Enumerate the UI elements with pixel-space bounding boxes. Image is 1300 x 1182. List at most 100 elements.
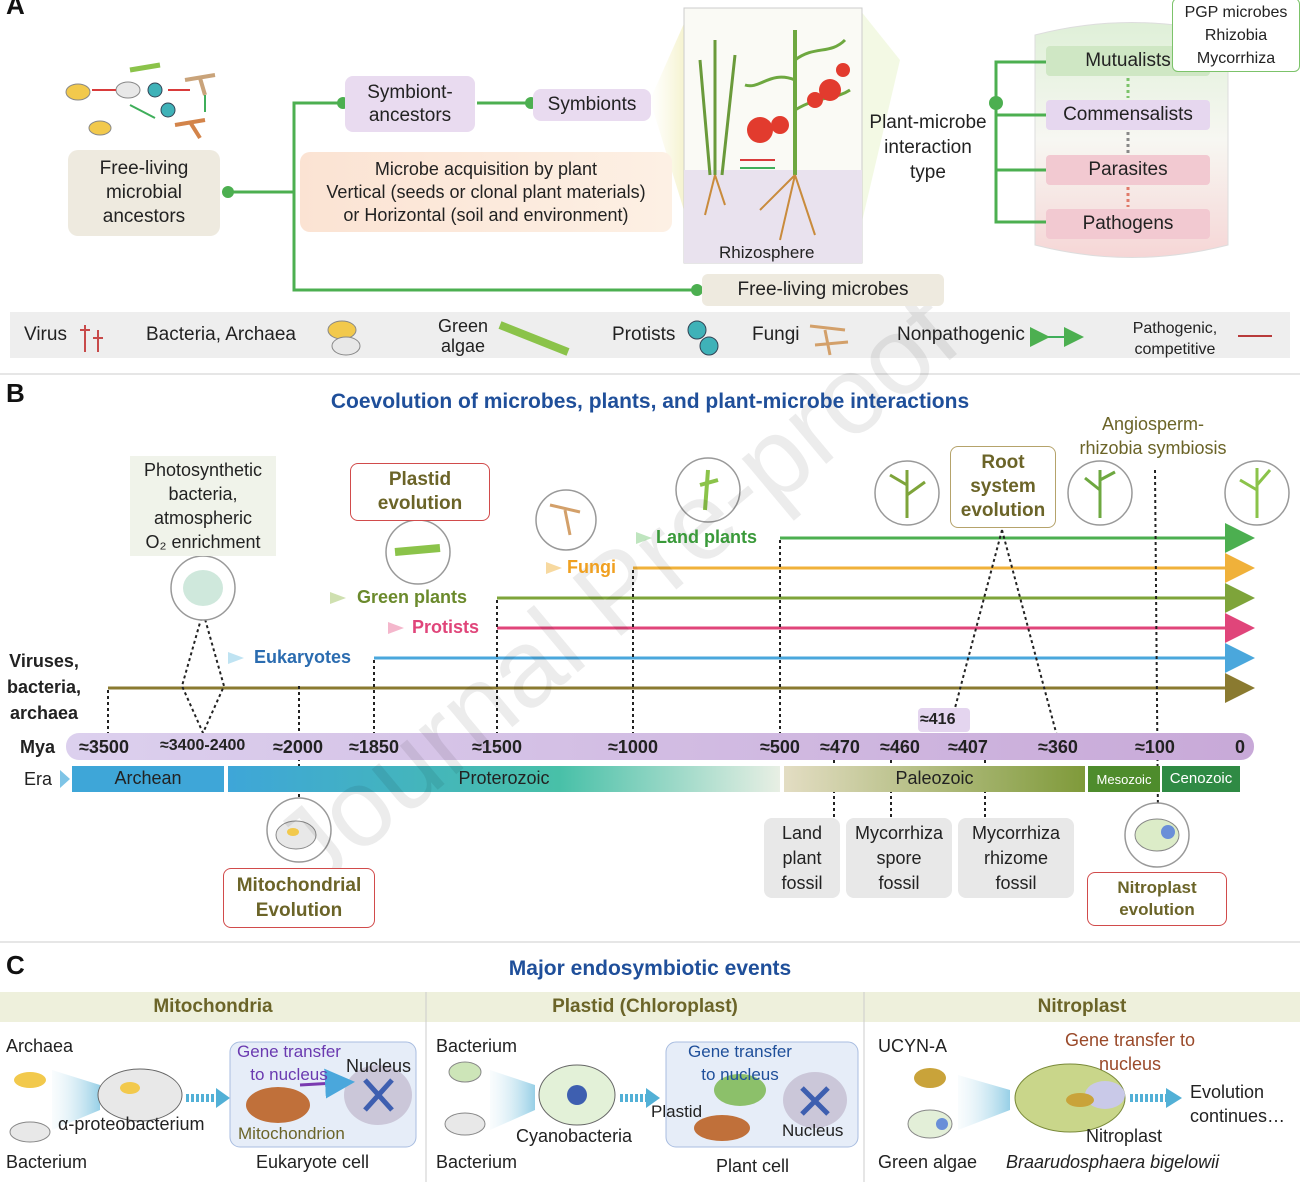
timeline-icon-contents [183, 468, 1272, 852]
plastid-bacterium-2: Bacterium [436, 1152, 518, 1172]
mya-tick: 0 [1234, 737, 1245, 757]
interaction-type-label: Plant-microbe interaction type [869, 112, 987, 183]
nitro-evolution: Evolution continues… [1190, 1082, 1286, 1126]
nitro-gene-transfer: Gene transfer to nucleus [1064, 1030, 1196, 1074]
interaction-barrel [1034, 22, 1229, 258]
plastid-bacterium-1: Bacterium [436, 1036, 518, 1056]
mito-header: Mitochondria [153, 996, 273, 1017]
root-system-box: Root system evolution [950, 446, 1056, 528]
era-arrow [60, 770, 70, 788]
tick-416-box [918, 708, 970, 732]
pathogens-bar [1046, 209, 1210, 239]
lineage-protists: Protists [412, 617, 480, 637]
myco-rhizome-box: Mycorrhiza rhizome fossil [958, 818, 1074, 898]
mya-tick: ≈470 [820, 737, 860, 757]
lineage-viruses: Viruses, bacteria, archaea [6, 651, 82, 723]
legend-nonpathogenic: Nonpathogenic [897, 324, 1025, 345]
mya-bar [66, 733, 1254, 760]
legend-green-algae: Green algae [437, 316, 489, 356]
acquisition-box: Microbe acquisition by plant Vertical (s… [300, 152, 672, 232]
mutualist-examples-box: PGP microbes Rhizobia Mycorrhiza [1172, 0, 1300, 72]
mya-tick: ≈3400-2400 [160, 737, 246, 754]
mito-gene-transfer: Gene transfer to nucleus [237, 1042, 341, 1084]
era-cenozoic [1162, 766, 1240, 792]
plastid-gene-transfer: Gene transfer to nucleus [688, 1042, 792, 1084]
plastid-header: Plastid (Chloroplast) [552, 996, 738, 1017]
plastid-evolution-box: Plastid evolution [350, 463, 490, 521]
nitro-species: Braarudosphaera bigelowii [1006, 1152, 1220, 1172]
tick-416: ≈416 [920, 711, 956, 728]
panel-letter-c: C [6, 950, 25, 980]
legend-virus: Virus [24, 324, 67, 345]
parasites-bar [1046, 155, 1210, 185]
panelC-header-band [0, 992, 1300, 1022]
light-glow-right [860, 10, 900, 230]
lineage-lines [108, 523, 1255, 703]
mya-tick: ≈3500 [79, 737, 129, 757]
plastid-nucleus: Nucleus [782, 1121, 844, 1140]
mya-tick: ≈1500 [472, 737, 522, 757]
rhizosphere-label: Rhizosphere [719, 243, 815, 262]
nitro-green-algae: Green algae [878, 1152, 978, 1172]
mito-nucleus: Nucleus [346, 1056, 412, 1076]
era-proterozoic-label: Proterozoic [458, 768, 550, 788]
plastid-illustration [444, 1041, 859, 1148]
era-paleozoic [784, 766, 1085, 792]
legend-pathogenic: Pathogenic, competitive [1132, 320, 1218, 358]
mito-illustration [9, 1041, 417, 1148]
panelC-title: Major endosymbiotic events [508, 957, 792, 980]
era-archean-label: Archean [114, 768, 182, 788]
era-cenozoic-label: Cenozoic [1169, 770, 1233, 787]
angiosperm-label: Angiosperm- rhizobia symbiosis [1079, 414, 1227, 458]
era-proterozoic [228, 766, 780, 792]
legend-bacteria: Bacteria, Archaea [146, 324, 296, 345]
land-plant-fossil-box: Land plant fossil [764, 818, 840, 898]
mya-tick: ≈360 [1038, 737, 1078, 757]
legend-protists: Protists [612, 324, 676, 345]
era-mesozoic [1088, 766, 1160, 792]
era-label: Era [24, 769, 53, 789]
legend-icons [80, 320, 1272, 356]
photosynthetic-box: Photosynthetic bacteria, atmospheric O₂ … [130, 456, 276, 556]
nitroplast-illustration [907, 1063, 1182, 1139]
plastid-label: Plastid [651, 1102, 703, 1121]
nitro-nitroplast: Nitroplast [1086, 1126, 1163, 1146]
symbiont-ancestors-box: Symbiont- ancestors [345, 76, 475, 132]
soil-rhizosphere [684, 170, 862, 263]
mito-evolution-box: Mitochondrial Evolution [223, 868, 375, 928]
panel-letter-b: B [6, 378, 25, 408]
mito-archaea: Archaea [6, 1036, 74, 1056]
mutualists-bar [1046, 46, 1210, 76]
mutualists-label: Mutualists [1085, 50, 1171, 71]
lineage-fungi: Fungi [567, 557, 616, 577]
mito-alpha-label: α-proteobacterium [58, 1114, 205, 1134]
mya-tick: ≈407 [948, 737, 988, 757]
pathogens-label: Pathogens [1082, 213, 1174, 234]
nitro-ucyn: UCYN-A [878, 1036, 948, 1056]
nitroplast-evolution-box: Nitroplast evolution [1087, 872, 1227, 926]
lineage-start-arrows [228, 532, 652, 664]
parasites-label: Parasites [1088, 159, 1168, 180]
panelB-title: Coevolution of microbes, plants, and pla… [330, 390, 970, 413]
commensalists-bar [1046, 100, 1210, 130]
era-mesozoic-label: Mesozoic [1096, 772, 1152, 787]
legend-fungi: Fungi [752, 324, 800, 345]
panel-letter-a: A [6, 0, 25, 20]
mito-mitochondrion: Mitochondrion [238, 1124, 345, 1143]
mya-tick: ≈1000 [608, 737, 658, 757]
mya-tick: ≈500 [760, 737, 800, 757]
free-living-microbes-box: Free-living microbes [702, 274, 944, 306]
lineage-eukaryotes: Eukaryotes [254, 647, 352, 667]
mya-tick: ≈100 [1135, 737, 1175, 757]
panelA-connectors [228, 60, 1046, 292]
mya-tick: ≈1850 [349, 737, 399, 757]
mya-tick: ≈460 [880, 737, 920, 757]
lineage-green-plants: Green plants [357, 587, 468, 607]
microbe-cluster-icon [65, 62, 216, 140]
light-glow-left [650, 10, 690, 230]
myco-spore-box: Mycorrhiza spore fossil [846, 818, 952, 898]
plastid-cyanobacteria: Cyanobacteria [516, 1126, 633, 1146]
mya-label: Mya [20, 737, 56, 757]
mito-bacterium: Bacterium [6, 1152, 88, 1172]
